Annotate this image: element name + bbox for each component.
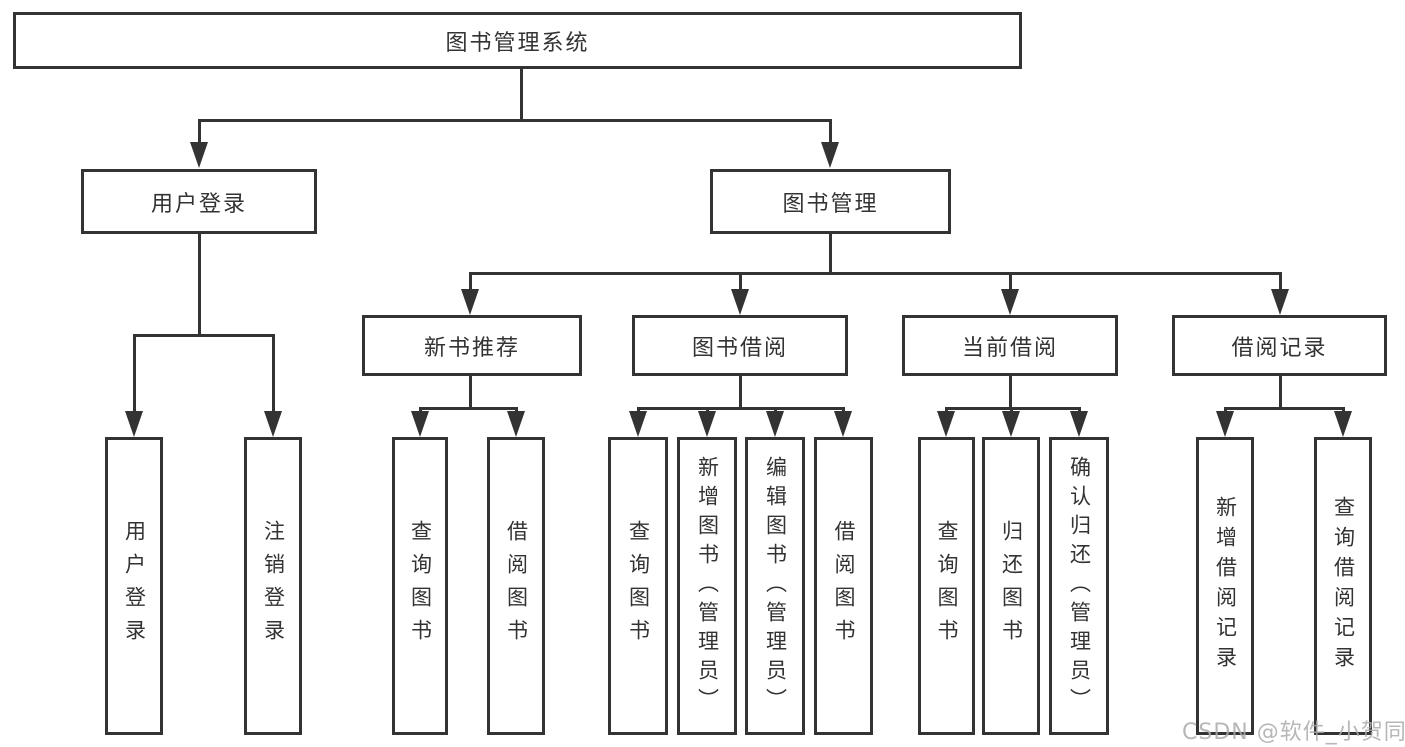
connector-drop-current-borrow [1009, 272, 1012, 292]
leaf-nbr-borrow-books-label: 借阅图书 [504, 520, 529, 652]
leaf-user-login-label: 用户登录 [122, 520, 147, 652]
node-current-borrow-label: 当前借阅 [961, 335, 1058, 361]
arrow-down-icon [1216, 411, 1234, 437]
connector-root-stem [520, 69, 523, 120]
connector-borrow-records-stem [1279, 376, 1282, 408]
leaf-cb-return-books-label: 归还图书 [999, 520, 1024, 652]
node-book-management-label: 图书管理 [782, 191, 879, 217]
leaf-cb-query-books-label: 查询图书 [935, 520, 959, 652]
connector-new-book-recommend-stem [469, 376, 472, 408]
arrow-down-icon [731, 289, 749, 315]
leaf-bb-add-books-admin: 新增图书（管理员） [677, 437, 737, 735]
node-root-label: 图书管理系统 [445, 30, 590, 56]
leaf-logout-label: 注销登录 [261, 520, 286, 652]
leaf-br-query-record: 查询借阅记录 [1314, 437, 1372, 735]
arrow-down-icon [264, 411, 282, 437]
leaf-cb-query-books: 查询图书 [918, 437, 975, 735]
connector-level2-split [198, 119, 831, 122]
connector-book-borrow-split [637, 407, 845, 410]
leaf-bb-edit-books-admin: 编辑图书（管理员） [745, 437, 805, 735]
leaf-nbr-query-books-label: 查询图书 [408, 520, 433, 652]
connector-current-borrow-split [945, 407, 1081, 410]
node-user-login-label: 用户登录 [150, 191, 247, 217]
leaf-bb-borrow-books-label: 借阅图书 [832, 520, 856, 652]
connector-drop-book-borrow [739, 272, 742, 292]
arrow-down-icon [125, 411, 143, 437]
connector-drop-book-management [829, 119, 832, 146]
arrow-down-icon [1001, 289, 1019, 315]
leaf-user-login: 用户登录 [105, 437, 163, 735]
leaf-bb-add-books-admin-label: 新增图书（管理员） [695, 455, 720, 717]
leaf-nbr-borrow-books: 借阅图书 [487, 437, 545, 735]
arrow-down-icon [1002, 411, 1020, 437]
arrow-down-icon [821, 142, 839, 168]
arrow-down-icon [766, 411, 784, 437]
arrow-down-icon [1070, 411, 1088, 437]
leaf-bb-borrow-books: 借阅图书 [814, 437, 873, 735]
connector-borrow-records-split [1224, 407, 1345, 410]
connector-drop-borrow-records [1279, 272, 1282, 292]
arrow-down-icon [629, 411, 647, 437]
connector-current-borrow-stem [1009, 376, 1012, 408]
connector-drop-leaf-user-login [133, 334, 136, 414]
node-new-book-recommend: 新书推荐 [362, 315, 582, 376]
node-borrow-records: 借阅记录 [1172, 315, 1387, 376]
leaf-br-add-record-label: 新增借阅记录 [1213, 496, 1238, 676]
connector-user-login-stem [198, 234, 201, 335]
arrow-down-icon [1271, 289, 1289, 315]
node-root: 图书管理系统 [13, 12, 1022, 69]
node-book-borrow: 图书借阅 [632, 315, 848, 376]
arrow-down-icon [698, 411, 716, 437]
leaf-br-query-record-label: 查询借阅记录 [1331, 496, 1356, 676]
node-new-book-recommend-label: 新书推荐 [423, 335, 520, 361]
leaf-logout: 注销登录 [244, 437, 302, 735]
connector-user-login-split [133, 334, 275, 337]
leaf-nbr-query-books: 查询图书 [392, 437, 448, 735]
node-book-borrow-label: 图书借阅 [691, 335, 788, 361]
leaf-cb-confirm-return-admin-label: 确认归还（管理员） [1067, 455, 1092, 717]
node-borrow-records-label: 借阅记录 [1231, 335, 1328, 361]
connector-drop-user-login [198, 119, 201, 146]
connector-drop-new-book-recommend [469, 272, 472, 292]
connector-drop-leaf-logout [272, 334, 275, 414]
node-user-login: 用户登录 [81, 169, 317, 234]
leaf-cb-confirm-return-admin: 确认归还（管理员） [1049, 437, 1109, 735]
arrow-down-icon [834, 411, 852, 437]
connector-book-management-stem [829, 234, 832, 274]
leaf-cb-return-books: 归还图书 [982, 437, 1040, 735]
connector-book-borrow-stem [739, 376, 742, 408]
node-current-borrow: 当前借阅 [902, 315, 1118, 376]
arrow-down-icon [190, 142, 208, 168]
leaf-bb-edit-books-admin-label: 编辑图书（管理员） [763, 455, 788, 717]
arrow-down-icon [411, 411, 429, 437]
leaf-bb-query-books-label: 查询图书 [626, 520, 651, 652]
arrow-down-icon [461, 289, 479, 315]
node-book-management: 图书管理 [710, 169, 951, 234]
arrow-down-icon [1334, 411, 1352, 437]
watermark: CSDN @软件_小贺同学 [1182, 720, 1405, 745]
connector-new-book-recommend-split [419, 407, 518, 410]
leaf-br-add-record: 新增借阅记录 [1196, 437, 1254, 735]
connector-level3-split [469, 272, 1282, 275]
arrow-down-icon [937, 411, 955, 437]
leaf-bb-query-books: 查询图书 [608, 437, 668, 735]
arrow-down-icon [507, 411, 525, 437]
